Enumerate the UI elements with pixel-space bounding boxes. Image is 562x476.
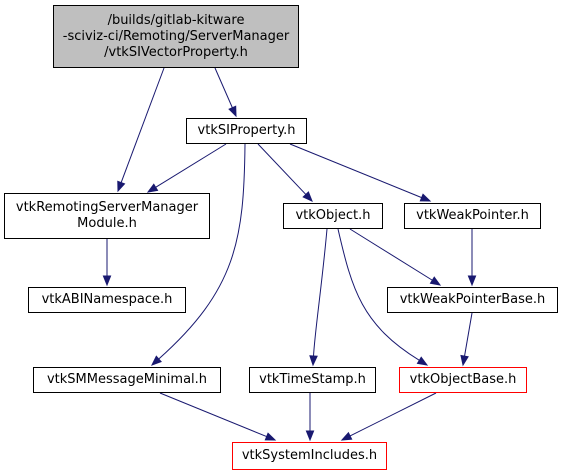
arrowhead-vtkobject-to-timestamp	[309, 355, 318, 367]
node-vtksiproperty-h[interactable]: vtkSIProperty.h	[186, 118, 307, 144]
arrowhead-root-to-remoting_module	[117, 180, 126, 193]
node-label-line: vtkSystemIncludes.h	[241, 448, 378, 463]
node-vtkremotingservermanagermodule-h[interactable]: vtkRemotingServerManager Module.h	[4, 193, 210, 239]
edge-siproperty-to-vtkobject	[257, 143, 307, 195]
node-label-line: Module.h	[77, 216, 137, 231]
arrowhead-siproperty-to-weakpointer	[419, 193, 432, 202]
node-vtkabinamespace-h[interactable]: vtkABINamespace.h	[28, 287, 186, 313]
node-vtktimestamp-h[interactable]: vtkTimeStamp.h	[249, 367, 376, 393]
arrowhead-vtkobject-to-objectbase	[416, 356, 429, 366]
node-vtksystemincludes-h[interactable]: vtkSystemIncludes.h	[232, 442, 387, 470]
node-label-line: /vtkSIVectorProperty.h	[104, 44, 248, 60]
arrowhead-siproperty-to-vtkobject	[302, 191, 313, 202]
node-label-line: vtkWeakPointer.h	[416, 208, 529, 223]
node-label-line: -sciviz-ci/Remoting/ServerManager	[62, 28, 290, 44]
node-vtkweakpointer-h[interactable]: vtkWeakPointer.h	[404, 203, 541, 229]
edge-weakpointerbase-to-objectbase	[464, 312, 473, 357]
arrowhead-weakpointer-to-weakpointerbase	[467, 275, 477, 287]
edge-root-to-siproperty	[214, 67, 233, 108]
edge-siproperty-to-weakpointer	[289, 143, 422, 199]
arrowhead-weakpointerbase-to-objectbase	[460, 354, 469, 367]
node-label-line: vtkObject.h	[295, 208, 371, 223]
arrowhead-smmessage-to-systemincludes	[264, 432, 277, 441]
node-vtkweakpointerbase-h[interactable]: vtkWeakPointerBase.h	[387, 287, 558, 313]
node-label-line: vtkTimeStamp.h	[259, 372, 366, 387]
edge-smmessage-to-systemincludes	[159, 392, 267, 438]
node-vtksmmessageminimal-h[interactable]: vtkSMMessageMinimal.h	[33, 367, 221, 393]
node-vtksivectorproperty-h: /builds/gitlab-kitware -sciviz-ci/Remoti…	[53, 5, 299, 68]
node-label-line: vtkRemotingServerManager	[15, 200, 199, 215]
node-label-line: vtkSMMessageMinimal.h	[46, 372, 208, 387]
edge-root-to-remoting_module	[120, 67, 165, 183]
edge-siproperty-to-smmessage	[158, 143, 246, 360]
arrowhead-vtkobject-to-weakpointerbase	[429, 276, 442, 286]
node-vtkobjectbase-h[interactable]: vtkObjectBase.h	[399, 367, 527, 393]
node-label-line: vtkObjectBase.h	[409, 372, 517, 387]
node-vtkobject-h[interactable]: vtkObject.h	[283, 203, 383, 229]
arrowhead-timestamp-to-systemincludes	[305, 430, 315, 442]
edge-objectbase-to-systemincludes	[349, 392, 437, 437]
node-label-line: vtkSIProperty.h	[197, 123, 296, 138]
arrowhead-siproperty-to-smmessage	[150, 355, 162, 366]
edge-vtkobject-to-timestamp	[313, 228, 328, 357]
arrowhead-objectbase-to-systemincludes	[340, 431, 353, 441]
node-label-line: vtkABINamespace.h	[41, 292, 173, 307]
arrowhead-siproperty-to-remoting_module	[146, 183, 159, 193]
node-label-line: /builds/gitlab-kitware	[107, 12, 245, 28]
edge-vtkobject-to-weakpointerbase	[349, 228, 433, 281]
node-label-line: vtkWeakPointerBase.h	[399, 292, 546, 307]
arrowhead-remoting_module-to-abi_namespace	[102, 275, 112, 287]
edge-siproperty-to-remoting_module	[155, 143, 227, 188]
arrowhead-root-to-siproperty	[228, 105, 237, 118]
edge-vtkobject-to-objectbase	[337, 228, 420, 361]
